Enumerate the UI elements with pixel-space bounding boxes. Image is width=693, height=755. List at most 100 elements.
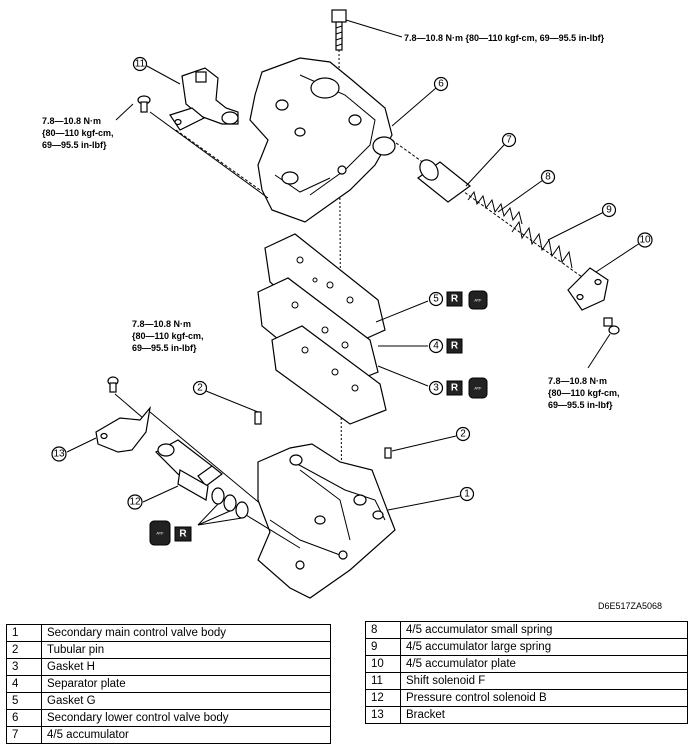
part-name: Tubular pin [41, 641, 331, 659]
atf-badge-5: ATF [468, 290, 488, 310]
callout-11: 11 [132, 56, 148, 72]
callout-1: 1 [459, 486, 475, 502]
atf-badge-12: ATF [149, 520, 171, 546]
callout-2-left: 2 [192, 380, 208, 396]
part-name: Gasket H [41, 658, 331, 676]
callout-3: 3 [428, 380, 444, 396]
secondary-lower-control-valve-body [249, 57, 396, 223]
tubular-pin-left [254, 411, 262, 425]
top-bolt [331, 9, 347, 51]
svg-text:8: 8 [545, 172, 551, 183]
part-name: Pressure control solenoid B [400, 689, 688, 707]
callout-13: 13 [51, 446, 67, 462]
svg-text:ATF: ATF [474, 298, 482, 303]
callout-10: 10 [637, 232, 653, 248]
part-name: Secondary lower control valve body [41, 709, 331, 727]
torque-spec-right: 7.8—10.8 N·m {80—110 kgf-cm, 69—95.5 in-… [548, 376, 620, 410]
shift-solenoid-f [169, 67, 239, 131]
svg-text:11: 11 [135, 59, 146, 70]
svg-text:10: 10 [639, 235, 651, 246]
part-number: 5 [6, 692, 42, 710]
accumulator-small-spring [467, 190, 523, 225]
svg-text:R: R [179, 529, 187, 540]
part-name: Bracket [400, 706, 688, 724]
part-number: 6 [6, 709, 42, 727]
part-name: 4/5 accumulator large spring [400, 638, 688, 656]
svg-text:6: 6 [438, 79, 444, 90]
pressure-control-solenoid-b [155, 439, 223, 501]
part-number: 7 [6, 726, 42, 744]
right-bolt [603, 317, 620, 335]
svg-text:2: 2 [197, 383, 203, 394]
figure-code: D6E517ZA5068 [598, 601, 663, 611]
svg-text:ATF: ATF [474, 386, 482, 391]
callout-4: 4 [428, 338, 444, 354]
gasket-h [271, 325, 387, 425]
accumulator-4-5 [417, 159, 471, 203]
part-name: 4/5 accumulator plate [400, 655, 688, 673]
part-number: 11 [365, 672, 401, 690]
part-name: 4/5 accumulator [41, 726, 331, 744]
replace-badge-5: R [446, 291, 463, 307]
replace-badge-4: R [446, 338, 463, 354]
svg-text:ATF: ATF [156, 531, 164, 536]
o-rings [211, 487, 249, 519]
part-number: 12 [365, 689, 401, 707]
callout-6: 6 [433, 76, 449, 92]
svg-text:R: R [451, 341, 459, 352]
svg-text:12: 12 [129, 497, 141, 508]
callout-7: 7 [501, 132, 517, 148]
callout-9: 9 [601, 202, 617, 218]
svg-text:R: R [451, 383, 459, 394]
part-number: 8 [365, 621, 401, 639]
gasket-g [264, 233, 386, 349]
callout-5: 5 [428, 291, 444, 307]
svg-text:3: 3 [433, 383, 439, 394]
secondary-main-control-valve-body [257, 443, 396, 599]
part-number: 3 [6, 658, 42, 676]
tubular-pin-right [384, 447, 392, 459]
torque-spec-left-mid: 7.8—10.8 N·m {80—110 kgf-cm, 69—95.5 in-… [132, 319, 204, 353]
svg-text:1: 1 [464, 489, 470, 500]
torque-spec-left-top: 7.8—10.8 N·m {80—110 kgf-cm, 69—95.5 in-… [42, 116, 114, 150]
bracket [95, 405, 151, 453]
svg-text:2: 2 [460, 429, 466, 440]
atf-badge-3: ATF [468, 377, 488, 399]
accumulator-large-spring [511, 220, 573, 269]
part-name: Gasket G [41, 692, 331, 710]
svg-text:5: 5 [433, 294, 439, 305]
svg-text:13: 13 [53, 449, 65, 460]
replace-badge-3: R [446, 380, 463, 396]
torque-spec-top: 7.8—10.8 N·m {80—110 kgf-cm, 69—95.5 in-… [404, 33, 605, 43]
part-name: Shift solenoid F [400, 672, 688, 690]
part-number: 10 [365, 655, 401, 673]
part-name: Separator plate [41, 675, 331, 693]
part-name: 4/5 accumulator small spring [400, 621, 688, 639]
leader-top-torque [345, 19, 403, 38]
accumulator-plate [567, 267, 609, 311]
left-mid-bolt [107, 376, 119, 393]
replace-badge-12: R [174, 526, 192, 542]
part-number: 2 [6, 641, 42, 659]
callout-8: 8 [540, 169, 556, 185]
left-top-bolt [137, 95, 151, 113]
exploded-view-diagram: .ln { stroke:#000; stroke-width:1; fill:… [51, 9, 653, 599]
part-number: 1 [6, 624, 42, 642]
callout-12: 12 [127, 494, 143, 510]
part-number: 13 [365, 706, 401, 724]
